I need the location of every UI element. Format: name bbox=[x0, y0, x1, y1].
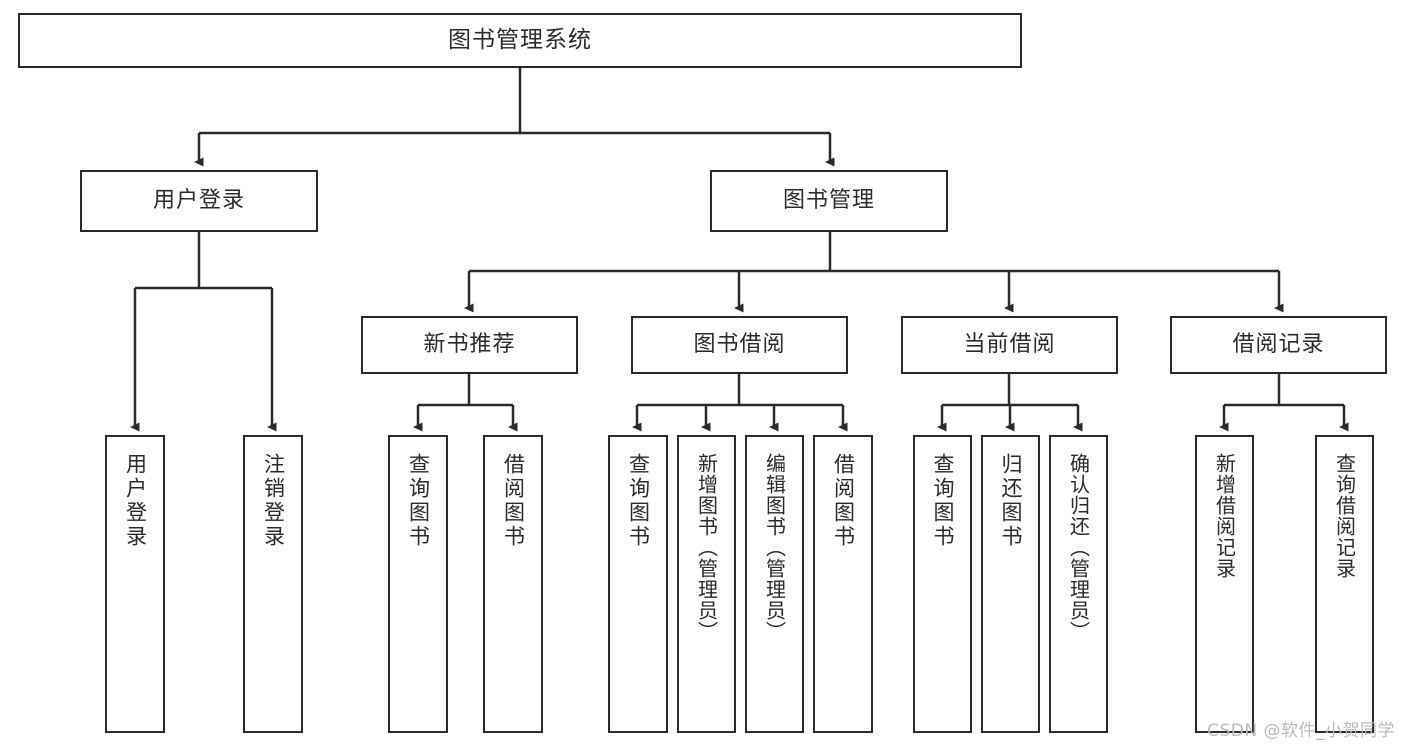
node-current-borrow[interactable]: 当前借阅 bbox=[901, 316, 1118, 374]
node-leaf-query-book-borrow[interactable]: 查询图书 bbox=[608, 435, 668, 733]
node-current-borrow-label: 当前借阅 bbox=[963, 332, 1056, 358]
node-leaf-borrow-book[interactable]: 借阅图书 bbox=[813, 435, 873, 733]
node-leaf-user-login[interactable]: 用户登录 bbox=[105, 435, 165, 733]
node-root-label: 图书管理系统 bbox=[448, 26, 592, 53]
csdn-watermark: CSDN @软件_小贺同学 bbox=[1207, 721, 1395, 741]
node-book-management-label: 图书管理 bbox=[782, 188, 875, 214]
node-book-management[interactable]: 图书管理 bbox=[710, 170, 948, 232]
node-user-login[interactable]: 用户登录 bbox=[80, 170, 318, 232]
node-leaf-logout-login[interactable]: 注销登录 bbox=[243, 435, 303, 733]
node-new-book-recommend[interactable]: 新书推荐 bbox=[361, 316, 578, 374]
node-user-login-label: 用户登录 bbox=[152, 188, 245, 214]
node-leaf-query-book-current-label: 查询图书 bbox=[931, 453, 955, 549]
node-leaf-add-book-label: 新增图书（管理员） bbox=[694, 453, 719, 642]
node-leaf-return-book[interactable]: 归还图书 bbox=[981, 435, 1040, 733]
node-leaf-return-book-label: 归还图书 bbox=[999, 453, 1023, 549]
node-leaf-logout-login-label: 注销登录 bbox=[261, 453, 286, 549]
node-leaf-query-book-recommend-label: 查询图书 bbox=[406, 453, 431, 549]
node-leaf-add-borrow-record[interactable]: 新增借阅记录 bbox=[1195, 435, 1254, 733]
node-leaf-add-borrow-record-label: 新增借阅记录 bbox=[1212, 453, 1237, 579]
node-leaf-query-book-borrow-label: 查询图书 bbox=[626, 453, 651, 549]
node-leaf-query-book-recommend[interactable]: 查询图书 bbox=[388, 435, 448, 733]
node-leaf-borrow-book-recommend-label: 借阅图书 bbox=[501, 453, 526, 549]
node-borrow-record[interactable]: 借阅记录 bbox=[1170, 316, 1387, 374]
node-leaf-confirm-return[interactable]: 确认归还（管理员） bbox=[1049, 435, 1108, 733]
node-book-borrow-label: 图书借阅 bbox=[693, 332, 786, 358]
node-leaf-edit-book-label: 编辑图书（管理员） bbox=[762, 453, 787, 642]
node-leaf-user-login-label: 用户登录 bbox=[123, 453, 148, 549]
node-root-book-management-system[interactable]: 图书管理系统 bbox=[18, 13, 1022, 68]
node-leaf-confirm-return-label: 确认归还（管理员） bbox=[1066, 453, 1091, 642]
node-leaf-borrow-book-recommend[interactable]: 借阅图书 bbox=[483, 435, 543, 733]
node-borrow-record-label: 借阅记录 bbox=[1232, 332, 1325, 358]
node-leaf-query-borrow-record[interactable]: 查询借阅记录 bbox=[1315, 435, 1374, 733]
node-leaf-edit-book[interactable]: 编辑图书（管理员） bbox=[745, 435, 804, 733]
node-leaf-query-book-current[interactable]: 查询图书 bbox=[913, 435, 972, 733]
node-new-book-recommend-label: 新书推荐 bbox=[423, 332, 516, 358]
node-book-borrow[interactable]: 图书借阅 bbox=[631, 316, 848, 374]
node-leaf-add-book[interactable]: 新增图书（管理员） bbox=[677, 435, 736, 733]
node-leaf-borrow-book-label: 借阅图书 bbox=[831, 453, 856, 549]
node-leaf-query-borrow-record-label: 查询借阅记录 bbox=[1332, 453, 1357, 579]
